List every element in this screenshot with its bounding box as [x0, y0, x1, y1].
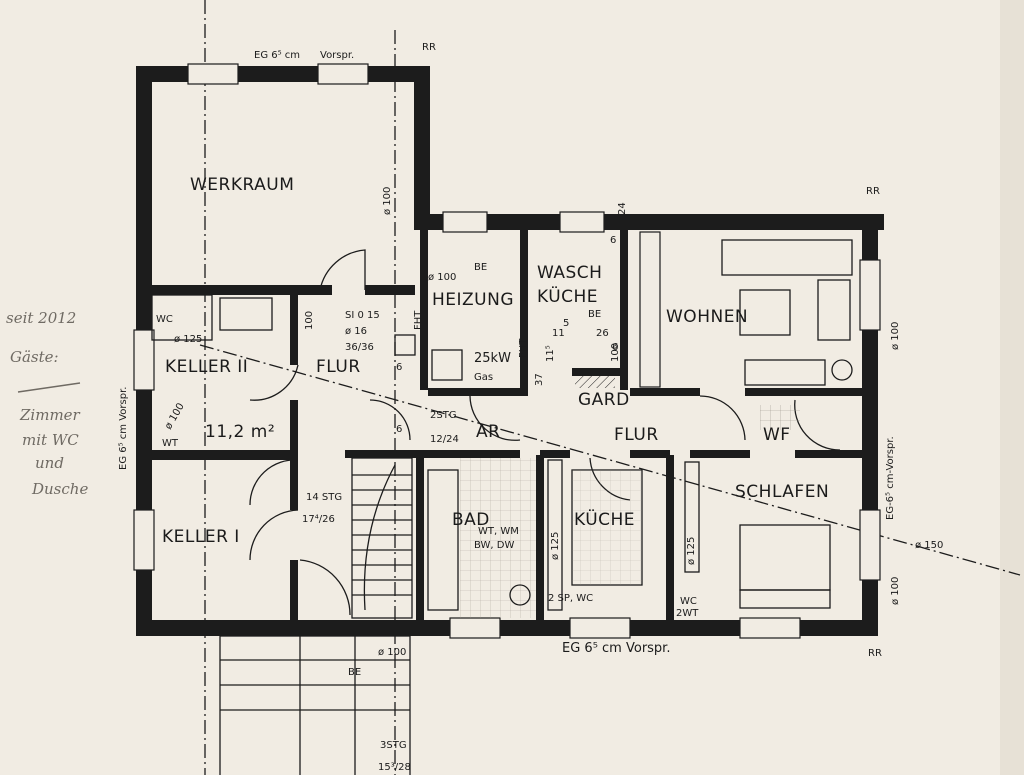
phi125-keller: ø 125	[174, 334, 202, 345]
section-line	[199, 344, 1021, 576]
staircase	[351, 457, 413, 619]
bw-dw-label: BW, DW	[474, 540, 514, 551]
n24-label: 24	[617, 202, 628, 215]
paper-edge	[1000, 0, 1024, 775]
stg14-label: 14 STG	[306, 492, 342, 503]
phi100-right2: ø 100	[890, 577, 901, 605]
kw-label: 25kW	[474, 351, 511, 366]
room-keller-2-area: 11,2 m²	[205, 422, 275, 442]
room-bad: BAD	[452, 510, 490, 530]
six-c: 6	[610, 235, 616, 246]
eg-top-label: EG 6⁵ cm	[254, 50, 300, 61]
handwritten-line-2: Gäste:	[10, 348, 59, 366]
room-wf: WF	[763, 425, 791, 445]
room-gard: GARD	[578, 390, 630, 410]
phi125-schlafen: ø 125	[686, 537, 697, 565]
phi-100-heizung: ø 100	[428, 272, 456, 283]
fht-2: FHT	[518, 338, 529, 358]
num100-flur: 100	[304, 311, 315, 330]
stg3-label: 3STG	[380, 740, 407, 751]
entry-stairs	[219, 635, 411, 775]
room-flur-main: FLUR	[614, 425, 659, 445]
room-keller-2: KELLER II	[165, 357, 248, 377]
stg2-label: 2STG	[430, 410, 457, 421]
stg2-size: 12/24	[430, 434, 459, 445]
w37-label: 37	[534, 373, 545, 386]
rr-right-top-label: RR	[866, 186, 880, 197]
w5-label: 5	[563, 318, 569, 329]
phi125-kueche: ø 125	[550, 532, 561, 560]
stg14-size: 17⁴/26	[302, 514, 335, 525]
annotations: EG 6⁵ cm Vorspr. RR RR RR EG 6⁵ cm Vorsp…	[118, 42, 943, 773]
room-waschkueche-2: KÜCHE	[537, 285, 598, 307]
handwritten-line-1: seit 2012	[6, 309, 76, 327]
room-kueche: KÜCHE	[574, 508, 635, 530]
wt-keller: WT	[162, 438, 179, 449]
phi-100-werkraum: ø 100	[382, 187, 393, 215]
w26-label: 26	[596, 328, 609, 339]
room-keller-1: KELLER I	[162, 527, 240, 547]
r3636-label: 36/36	[345, 342, 374, 353]
phi16-label: ø 16	[345, 326, 367, 337]
six-a: 6	[396, 362, 402, 373]
gas-label: Gas	[474, 372, 493, 383]
phi100-right: ø 100	[890, 322, 901, 350]
room-labels: WERKRAUM HEIZUNG WASCH KÜCHE WOHNEN KELL…	[162, 175, 829, 547]
wt-wm-label: WT, WM	[478, 526, 519, 537]
handwritten-arrow	[17, 382, 81, 393]
windows	[133, 63, 881, 639]
phi100-entry: ø 100	[378, 647, 406, 658]
sp-wc-label: 2 SP, WC	[548, 593, 593, 604]
w100-wasch: 100	[610, 343, 621, 362]
wc-keller: WC	[156, 314, 173, 325]
wc-schlafen: WC	[680, 596, 697, 607]
fixtures	[151, 239, 853, 618]
six-b: 6	[396, 424, 402, 435]
phi100-keller: ø 100	[163, 401, 187, 431]
room-wohnen: WOHNEN	[666, 307, 748, 327]
be-heizung: BE	[474, 262, 487, 273]
vorspr-top-label: Vorspr.	[320, 50, 354, 61]
stg3-size: 15³/28	[378, 762, 411, 773]
room-waschkueche-1: WASCH	[537, 263, 602, 283]
rr-right-bottom-label: RR	[868, 648, 882, 659]
w115-label: 11⁵	[545, 345, 556, 362]
room-werkraum: WERKRAUM	[190, 175, 294, 195]
eg-right-label: EG-6⁵ cm-Vorspr.	[885, 436, 896, 520]
six-right: 6	[612, 342, 618, 353]
handwritten-line-6: Dusche	[31, 480, 88, 498]
phi150-label: ø 150	[915, 540, 943, 551]
handwritten-note: seit 2012 Gäste: Zimmer mit WC und Dusch…	[6, 309, 88, 498]
handwritten-line-3: Zimmer	[19, 406, 81, 424]
fht-1: FHT	[413, 310, 424, 330]
rr-top-label: RR	[422, 42, 436, 53]
handwritten-line-5: und	[35, 454, 64, 472]
interior-walls	[152, 230, 862, 620]
be-entry: BE	[348, 667, 361, 678]
room-ar: AR	[476, 422, 500, 442]
eg-bottom-label: EG 6⁵ cm Vorspr.	[562, 641, 670, 656]
be-wasch: BE	[588, 309, 601, 320]
eg-left-label: EG 6⁵ cm Vorspr.	[118, 387, 129, 470]
room-flur-left: FLUR	[316, 357, 361, 377]
wt2-label: 2WT	[676, 608, 699, 619]
handwritten-line-4: mit WC	[22, 431, 79, 449]
si-label: SI 0 15	[345, 310, 380, 321]
room-schlafen: SCHLAFEN	[735, 482, 829, 502]
room-heizung: HEIZUNG	[432, 290, 514, 310]
w11-label: 11	[552, 328, 565, 339]
